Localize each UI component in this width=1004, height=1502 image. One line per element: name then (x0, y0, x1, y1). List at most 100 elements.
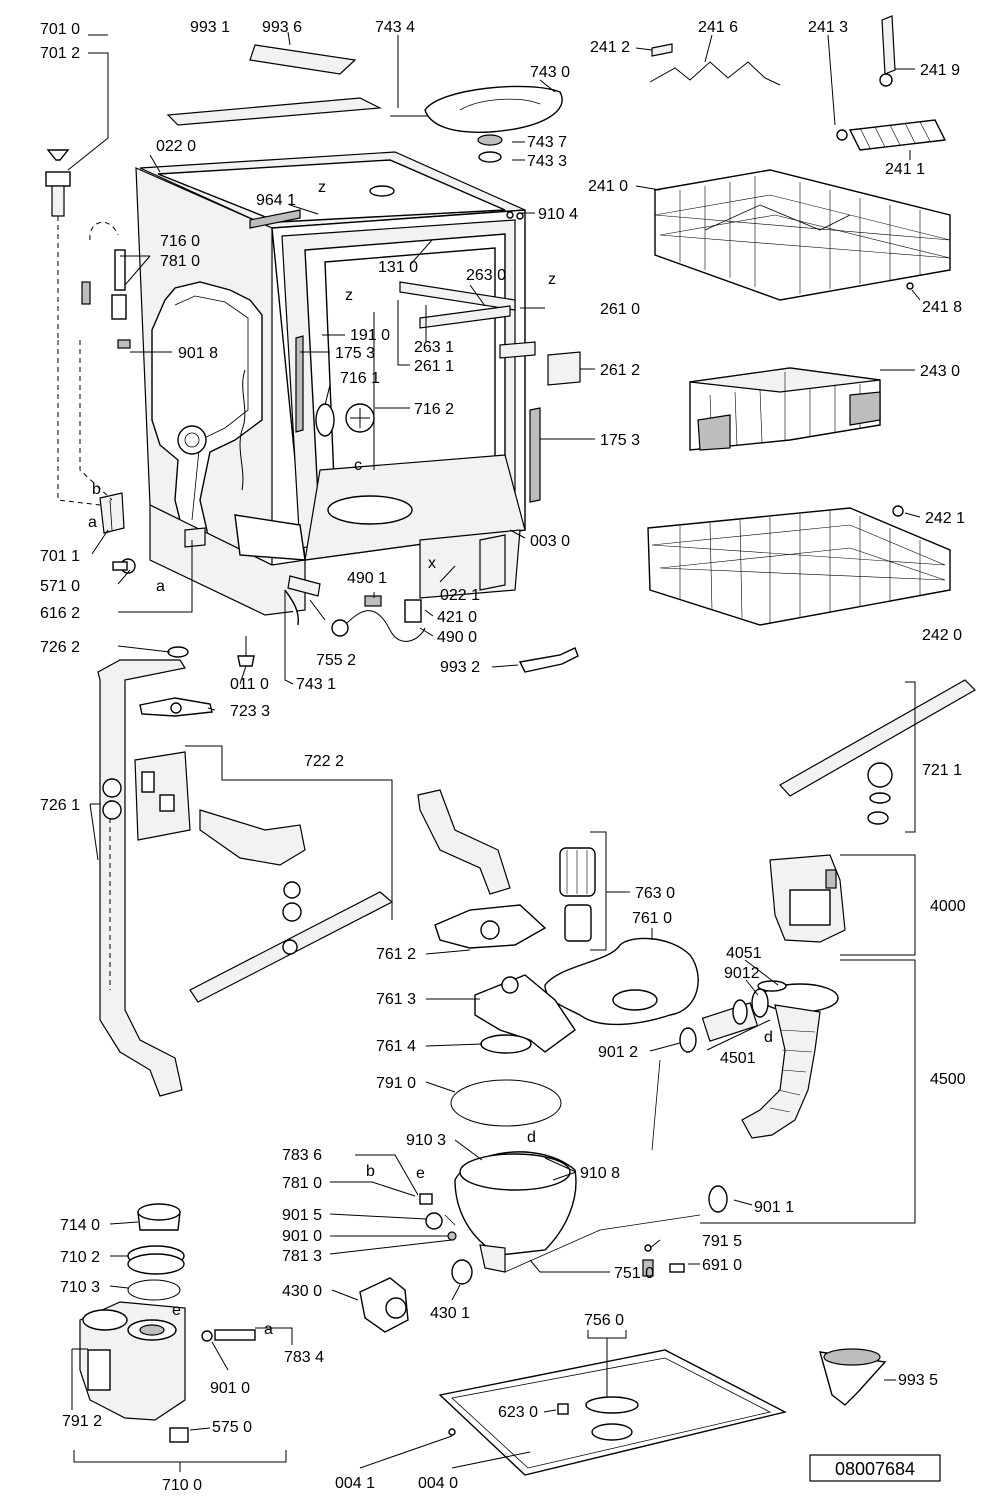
tub-assembly (135, 151, 581, 616)
callout-2416: 241 6 (698, 19, 738, 36)
callout-7834: 783 4 (284, 1349, 324, 1366)
lower-basket (647, 505, 951, 626)
callout-7612: 761 2 (376, 946, 416, 963)
callout-7910: 791 0 (376, 1075, 416, 1092)
ref-letter: e (416, 1165, 425, 1182)
callout-7262: 726 2 (40, 639, 80, 656)
callout-7010: 701 0 (40, 21, 80, 38)
callout-4051: 4051 (726, 945, 762, 962)
callout-7813: 781 3 (282, 1248, 322, 1265)
callout-7510: 751 0 (614, 1265, 654, 1282)
ref-letter: b (92, 481, 101, 498)
callout-9015: 901 5 (282, 1207, 322, 1224)
upper-basket (649, 15, 951, 301)
callout-0400: 004 0 (418, 1475, 458, 1492)
callout-1753a: 175 3 (335, 345, 375, 362)
callout-4000: 4000 (930, 898, 966, 915)
callout-7552: 755 2 (316, 652, 356, 669)
callout-7614: 761 4 (376, 1038, 416, 1055)
callout-2411: 241 1 (885, 161, 925, 178)
callout-4300: 430 0 (282, 1283, 322, 1300)
callout-9010: 901 0 (282, 1228, 322, 1245)
callout-6910: 691 0 (702, 1257, 742, 1274)
callout-2610: 261 0 (600, 301, 640, 318)
ref-letter: a (156, 578, 165, 595)
callout-9012: 901 2 (598, 1044, 638, 1061)
ref-letter: d (527, 1129, 536, 1146)
water-softener-parts (79, 1203, 256, 1443)
callout-1910: 191 0 (350, 327, 390, 344)
callout-9931: 993 1 (190, 19, 230, 36)
callout-2421: 242 1 (925, 510, 965, 527)
callout-2413: 241 3 (808, 19, 848, 36)
cutlery-basket (689, 367, 881, 451)
callout-7162: 716 2 (414, 401, 454, 418)
callout-1310: 131 0 (378, 259, 418, 276)
callout-7810b: 781 0 (282, 1175, 322, 1192)
ref-letter: a (88, 514, 97, 531)
callout-4901: 490 1 (347, 570, 387, 587)
callout-7140: 714 0 (60, 1217, 100, 1234)
callout-7610: 761 0 (632, 910, 672, 927)
ref-letter: e (172, 1302, 181, 1319)
callout-2419: 241 9 (920, 62, 960, 79)
callout-7160: 716 0 (160, 233, 200, 250)
callout-7810: 781 0 (160, 253, 200, 270)
callout-0110: 011 0 (230, 676, 269, 693)
callout-9104: 910 4 (538, 206, 578, 223)
ref-letter: a (264, 1321, 273, 1338)
callout-7433: 743 3 (527, 153, 567, 170)
callout-9932: 993 2 (440, 659, 480, 676)
callout-4501: 4501 (720, 1050, 756, 1067)
callout-7222: 722 2 (304, 753, 344, 770)
sump-pump-parts (359, 789, 846, 1333)
callout-7434: 743 4 (375, 19, 415, 36)
callout-7011: 701 1 (40, 548, 80, 565)
callout-0041: 004 1 (335, 1475, 375, 1492)
callout-7161: 716 1 (340, 370, 380, 387)
callout-9018: 901 8 (178, 345, 218, 362)
callout-4900: 490 0 (437, 629, 477, 646)
middle-small-parts (237, 575, 579, 673)
top-parts (166, 44, 563, 163)
callout-7102: 710 2 (60, 1249, 100, 1266)
ref-letter: z (318, 179, 326, 196)
callout-9641: 964 1 (256, 192, 296, 209)
callout-4210: 421 0 (437, 609, 477, 626)
callout-2630: 263 0 (466, 267, 506, 284)
callout-7261: 726 1 (40, 797, 80, 814)
callout-7233: 723 3 (230, 703, 270, 720)
callout-7211: 721 1 (922, 762, 962, 779)
callout-2430: 243 0 (920, 363, 960, 380)
callout-2420: 242 0 (922, 627, 962, 644)
callout-7915: 791 5 (702, 1233, 742, 1250)
callout-labels: 701 0 701 2 993 1 993 6 743 4 241 2 241 … (40, 19, 966, 1494)
callout-2418: 241 8 (922, 299, 962, 316)
callout-6230: 623 0 (498, 1404, 538, 1421)
callout-7012: 701 2 (40, 45, 80, 62)
reference-letters: b a a z z z c x d d e b e a (88, 179, 773, 1338)
callout-0220: 022 0 (156, 138, 196, 155)
callout-2612: 261 2 (600, 362, 640, 379)
callout-9935: 993 5 (898, 1372, 938, 1389)
callout-0030: 003 0 (530, 533, 570, 550)
callout-7431: 743 1 (296, 676, 336, 693)
callout-7437: 743 7 (527, 134, 567, 151)
callout-2410: 241 0 (588, 178, 628, 195)
spray-arm-parts (97, 646, 976, 1097)
ref-letter: d (764, 1029, 773, 1046)
callout-9103: 910 3 (406, 1132, 446, 1149)
callout-5750: 575 0 (212, 1419, 252, 1436)
ref-letter: b (366, 1163, 375, 1180)
callout-7430: 743 0 (530, 64, 570, 81)
callout-7613: 761 3 (376, 991, 416, 1008)
callout-0221: 022 1 (440, 587, 480, 604)
callout-7560: 756 0 (584, 1312, 624, 1329)
ref-letter: z (548, 271, 556, 288)
callout-7103: 710 3 (60, 1279, 100, 1296)
callout-9936: 993 6 (262, 19, 302, 36)
ref-letter: c (354, 457, 362, 474)
document-number-box: 08007684 (809, 1454, 941, 1482)
left-parts (45, 149, 206, 574)
